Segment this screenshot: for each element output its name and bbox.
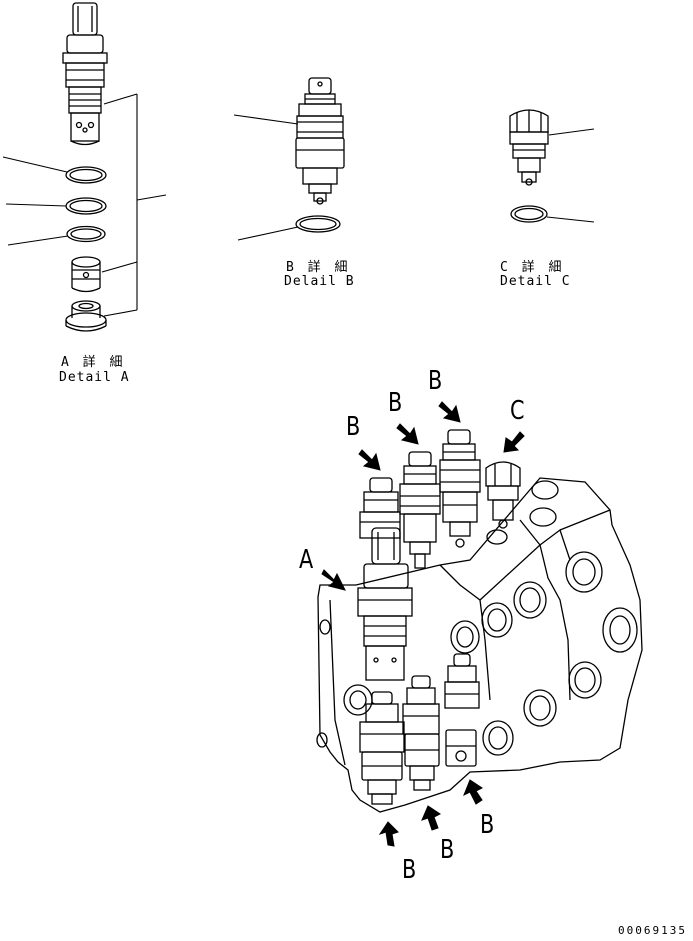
bottom-cartridge-3 bbox=[444, 653, 480, 767]
top-plug-c bbox=[485, 461, 521, 529]
detail-a-label-jp: A 詳 細 bbox=[61, 355, 126, 370]
callout-b-1: B bbox=[346, 412, 361, 442]
detail-c-oring bbox=[510, 205, 548, 223]
top-cartridge-1 bbox=[359, 477, 401, 539]
detail-b-leader-2 bbox=[237, 226, 299, 241]
arrows bbox=[321, 401, 525, 847]
arrow-b-6 bbox=[463, 779, 483, 805]
detail-a-parts bbox=[2, 2, 167, 332]
detail-b-cartridge bbox=[295, 77, 345, 205]
detail-a-label-en: Detail A bbox=[59, 370, 130, 385]
callout-c: C bbox=[510, 396, 525, 426]
detail-b-leader-1 bbox=[233, 114, 299, 125]
detail-c-parts bbox=[509, 109, 595, 223]
top-cartridge-2 bbox=[399, 451, 441, 569]
detail-a-leaders bbox=[2, 93, 167, 317]
detail-a-oring-3 bbox=[66, 225, 106, 243]
document-number: 00069135 bbox=[618, 924, 687, 937]
arrow-b-2 bbox=[396, 423, 419, 445]
detail-b-label-en: Delail B bbox=[284, 274, 355, 289]
detail-a-cartridge bbox=[62, 2, 108, 146]
valve-body bbox=[316, 477, 643, 813]
arrow-c bbox=[503, 431, 525, 453]
detail-c-label-en: Detail C bbox=[500, 274, 571, 289]
callout-a: A bbox=[299, 545, 314, 575]
cartridge-a-installed bbox=[357, 527, 413, 681]
callout-b-6: B bbox=[480, 810, 495, 840]
callout-b-2: B bbox=[388, 388, 403, 418]
detail-b-label-jp: B 詳 細 bbox=[286, 260, 351, 275]
detail-c-plug bbox=[509, 109, 549, 186]
detail-a-sleeve bbox=[71, 256, 101, 293]
callout-b-3: B bbox=[428, 366, 443, 396]
arrow-b-3 bbox=[438, 401, 461, 423]
detail-c-leader-1 bbox=[548, 128, 595, 136]
detail-b-parts bbox=[233, 77, 345, 241]
callout-b-4: B bbox=[402, 855, 417, 885]
detail-c-label-jp: C 詳 細 bbox=[500, 260, 565, 275]
detail-b-oring bbox=[295, 215, 341, 233]
arrow-b-4 bbox=[378, 821, 399, 847]
detail-a-oring-1 bbox=[65, 166, 107, 184]
detail-c-leader-2 bbox=[546, 216, 595, 223]
arrow-b-1 bbox=[358, 449, 381, 471]
arrow-a bbox=[321, 569, 346, 591]
arrow-b-5 bbox=[421, 805, 441, 831]
bottom-cartridge-1 bbox=[359, 691, 405, 805]
bottom-cartridge-2 bbox=[402, 675, 440, 791]
top-cartridge-3 bbox=[439, 429, 481, 548]
detail-a-plug bbox=[65, 300, 107, 332]
callout-b-5: B bbox=[440, 835, 455, 865]
